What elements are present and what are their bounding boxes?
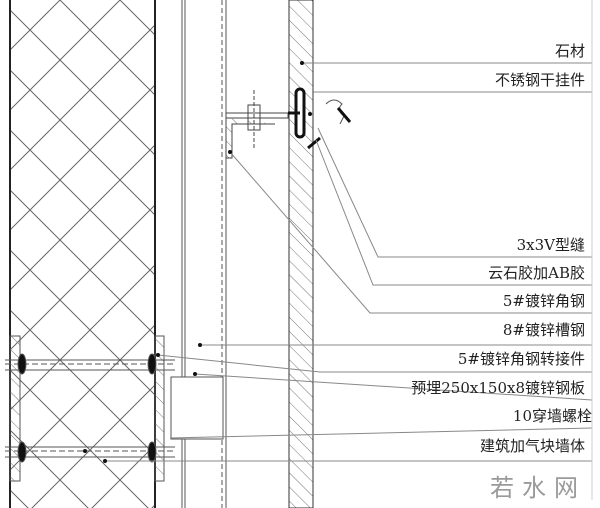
embedded-steel-plates bbox=[9, 335, 165, 482]
label-v-joint: 3x3V型缝 bbox=[517, 236, 585, 254]
callout-labels: 石材 不锈钢干挂件 3x3V型缝 云石胶加AB胶 5#镀锌角钢 8#镀锌槽钢 5… bbox=[411, 42, 592, 455]
label-angle-adapter: 5#镀锌角钢转接件 bbox=[458, 350, 585, 368]
label-stainless-hanger: 不锈钢干挂件 bbox=[495, 71, 585, 89]
leader-lines bbox=[105, 0, 593, 500]
channel-steel bbox=[170, 0, 227, 508]
leader-dots bbox=[83, 61, 312, 463]
through-wall-bolts bbox=[5, 353, 175, 463]
label-block-wall: 建筑加气块墙体 bbox=[480, 437, 585, 455]
watermark: 若水网 bbox=[490, 474, 586, 502]
stainless-hanger bbox=[288, 87, 352, 150]
label-embedded-plate: 预埋250x150x8镀锌钢板 bbox=[411, 379, 585, 397]
label-adhesive: 云石胶加AB胶 bbox=[488, 264, 585, 282]
label-through-bolt: 10穿墙螺栓 bbox=[513, 407, 592, 425]
aerated-block-wall bbox=[9, 0, 156, 508]
label-angle-steel: 5#镀锌角钢 bbox=[503, 292, 585, 310]
angle-steel-bracket bbox=[225, 90, 289, 159]
stone-panel bbox=[288, 0, 314, 508]
label-channel-steel: 8#镀锌槽钢 bbox=[503, 321, 585, 339]
label-stone: 石材 bbox=[555, 42, 585, 60]
